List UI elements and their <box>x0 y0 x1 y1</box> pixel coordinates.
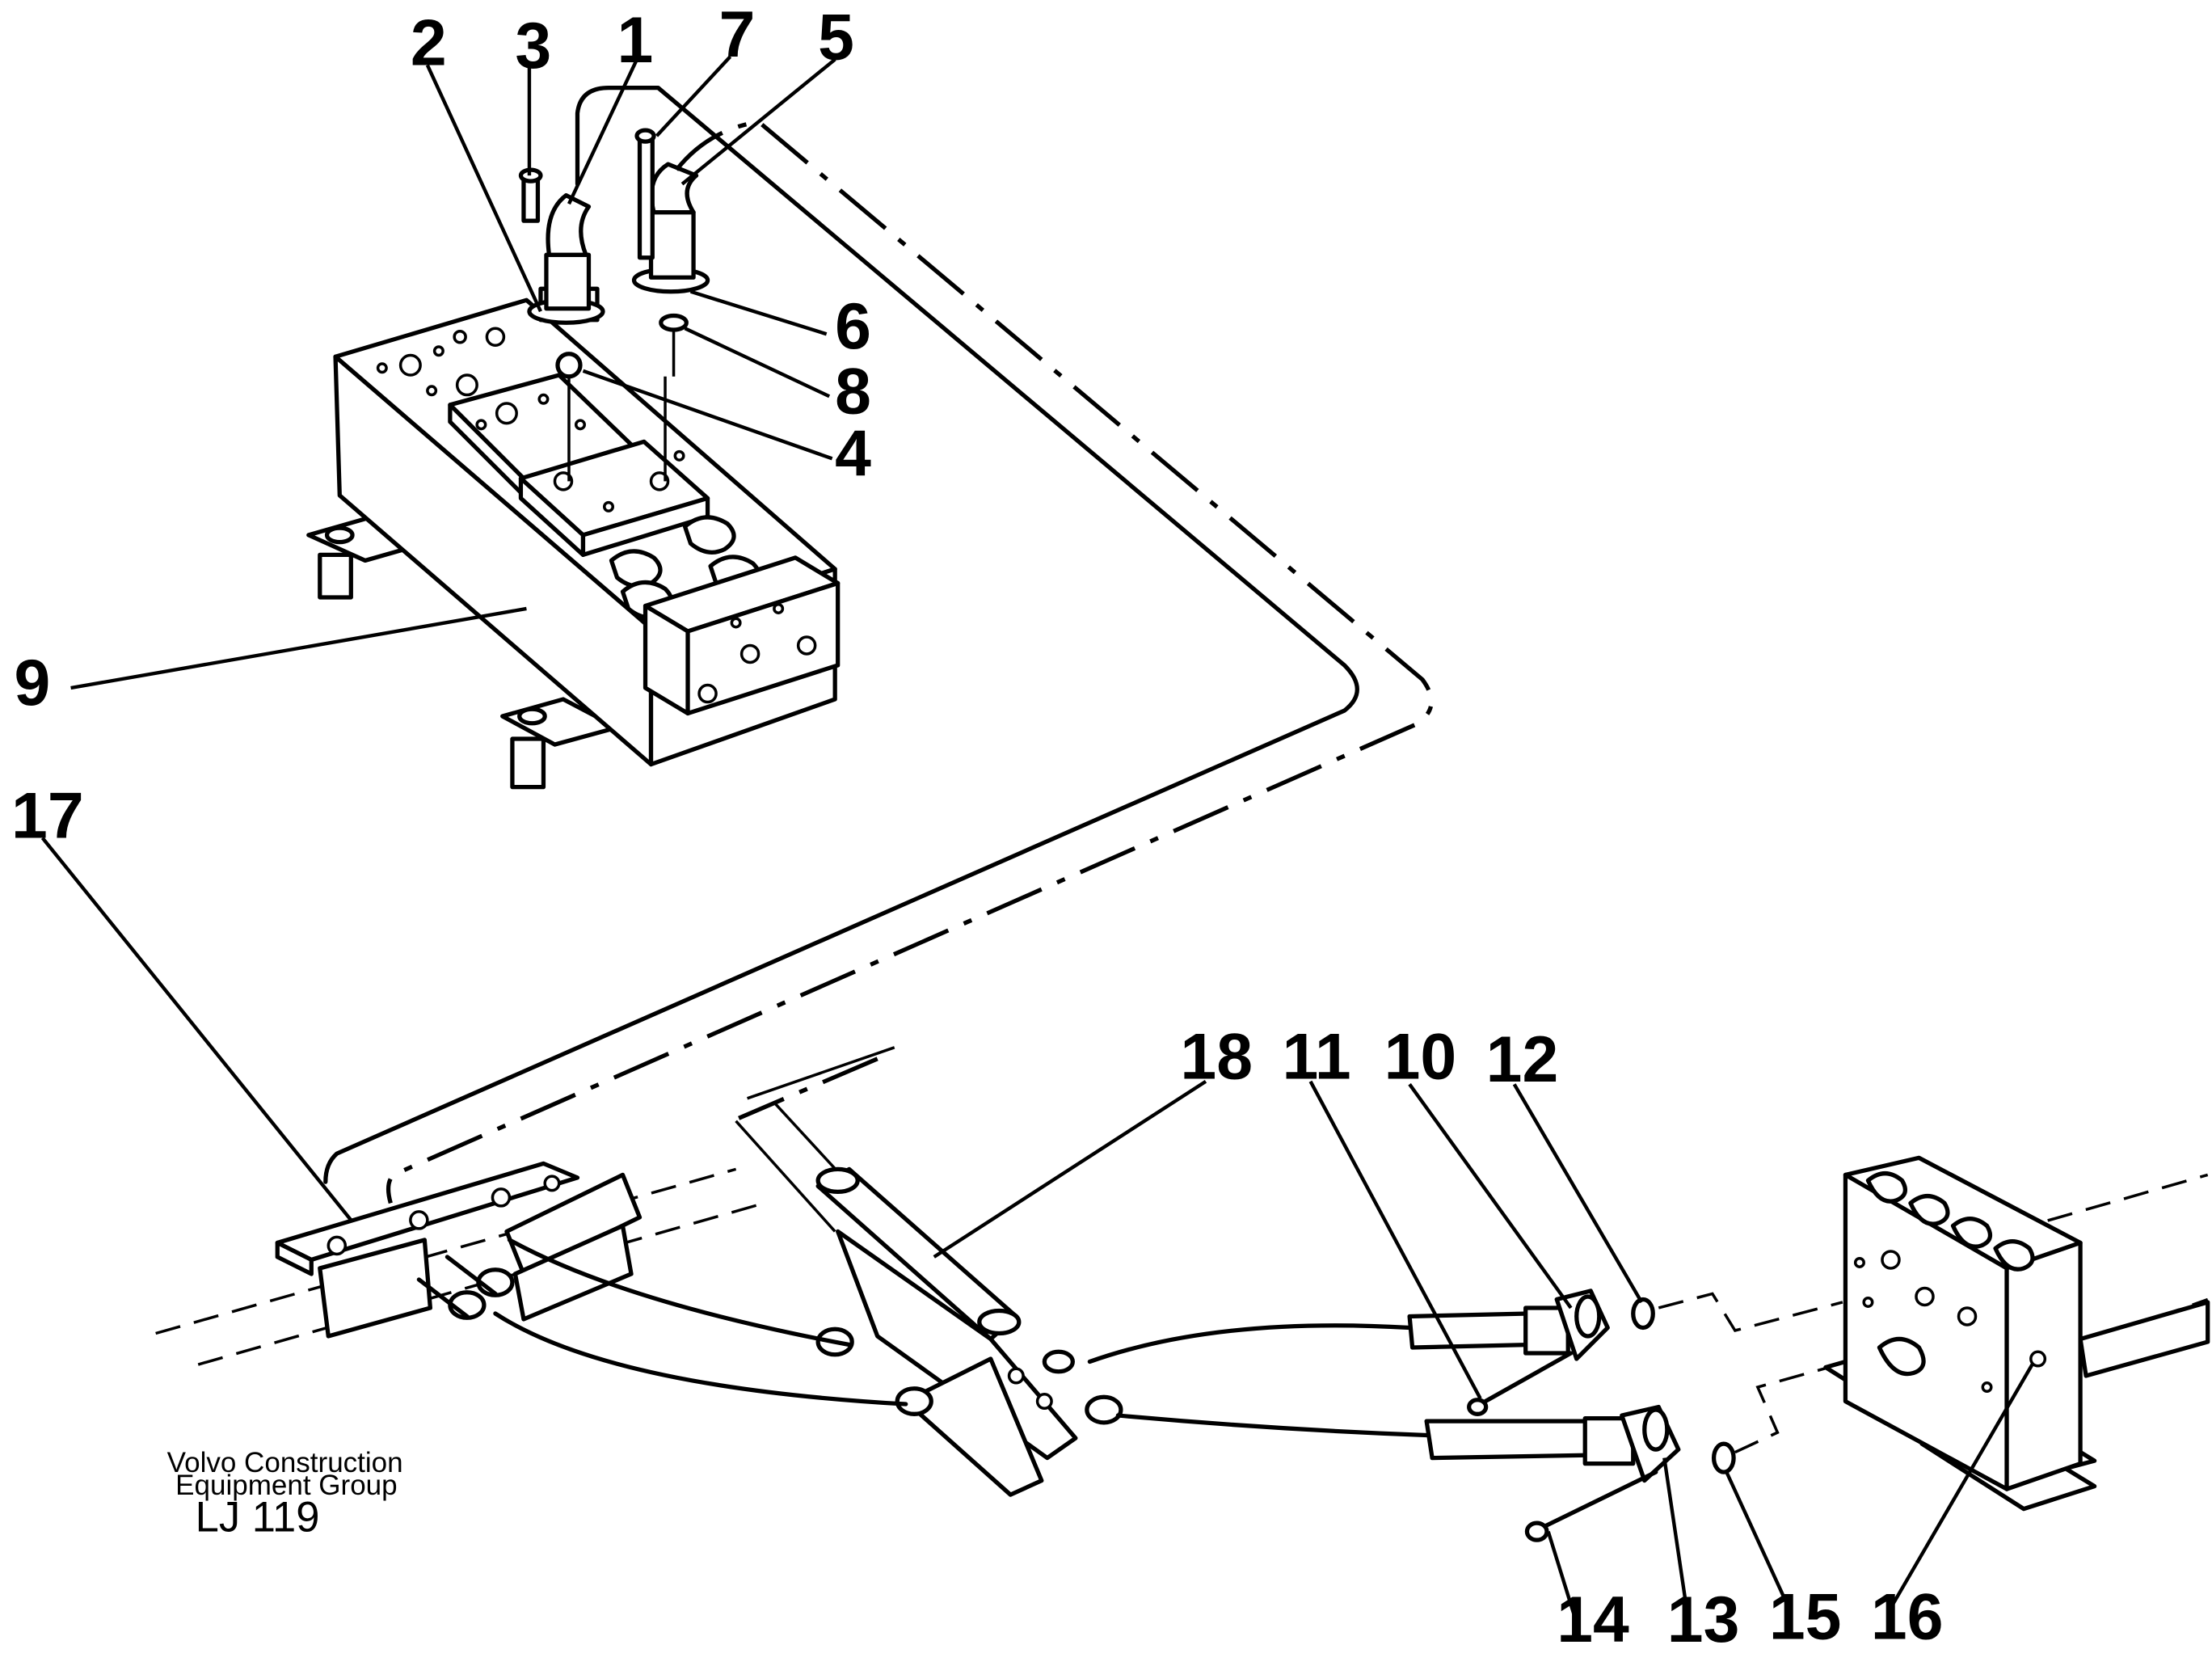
right-valve-block <box>1823 1155 2210 1512</box>
callout-8: 8 <box>835 355 871 428</box>
callout-10: 10 <box>1384 1020 1457 1093</box>
callout-1: 1 <box>617 4 654 77</box>
pipe-loop-solid <box>323 85 1359 1184</box>
screw-7 <box>634 128 656 260</box>
leader-lines <box>40 55 2034 1614</box>
hose-fitting-left <box>527 193 605 379</box>
hose-clamp-bracket <box>155 1161 765 1366</box>
mounting-foot-upper <box>306 516 427 600</box>
screw-3 <box>518 167 543 223</box>
screw-14 <box>1524 1470 1658 1542</box>
callout-13: 13 <box>1667 1584 1740 1656</box>
caption-company: Volvo Construction <box>167 1447 403 1478</box>
hose-fitting-right <box>631 162 710 332</box>
callout-11: 11 <box>1283 1020 1351 1093</box>
control-valve-block <box>306 297 841 790</box>
figure-caption: Volvo Construction Equipment Group LJ 11… <box>167 1447 403 1542</box>
callout-12: 12 <box>1486 1023 1559 1096</box>
pipe-loop-dashed <box>386 119 1434 1204</box>
callout-14: 14 <box>1557 1584 1629 1656</box>
screw-11 <box>1467 1351 1574 1416</box>
caption-figure-code: LJ 119 <box>196 1494 320 1542</box>
callout-6: 6 <box>835 290 871 363</box>
o-ring-12 <box>1631 1297 1655 1331</box>
callout-2: 2 <box>411 7 447 80</box>
pipe-loop-dashed-2 <box>738 1057 878 1120</box>
callout-labels: 1 2 3 7 5 6 8 4 9 17 18 11 10 12 14 13 1… <box>11 0 1943 1656</box>
o-ring-15 <box>1711 1441 1736 1474</box>
callout-16: 16 <box>1871 1581 1944 1654</box>
callout-3: 3 <box>515 10 551 82</box>
caption-group: Equipment Group <box>175 1470 397 1501</box>
callout-7: 7 <box>719 0 756 71</box>
mounting-foot-lower <box>500 697 620 790</box>
callout-9: 9 <box>15 647 51 719</box>
callout-4: 4 <box>835 417 871 490</box>
pedal-bracket <box>735 1103 1123 1497</box>
block-holes <box>376 327 685 512</box>
callout-17: 17 <box>11 780 84 853</box>
callout-5: 5 <box>818 2 854 74</box>
callout-18: 18 <box>1180 1020 1253 1093</box>
callout-15: 15 <box>1769 1581 1842 1654</box>
